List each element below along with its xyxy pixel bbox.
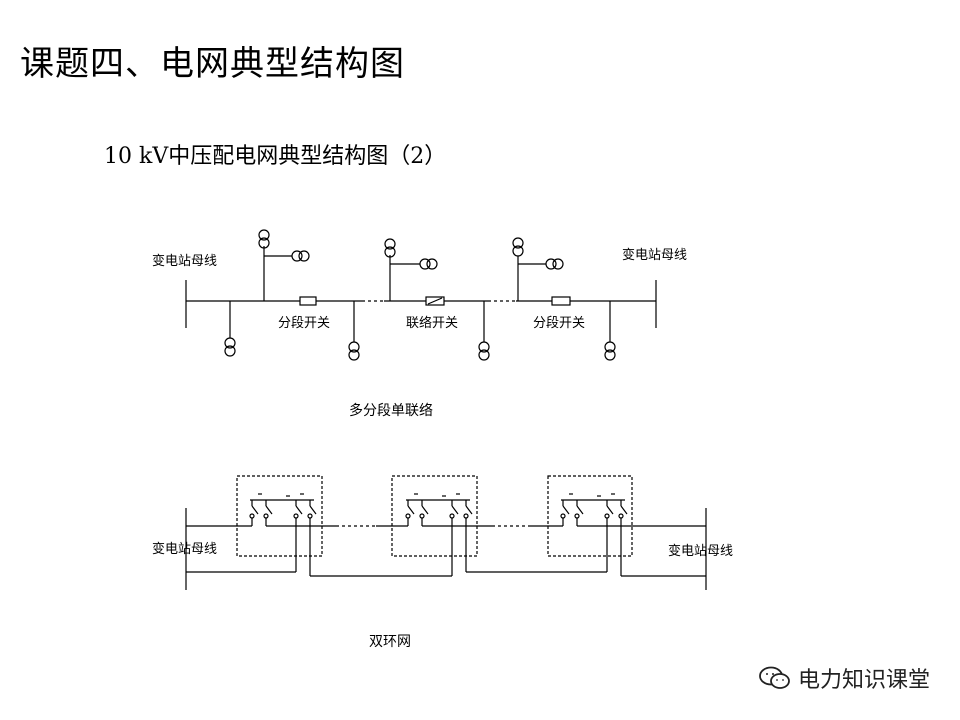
sectionalizing-switch-1 <box>299 296 317 306</box>
transformer-icon <box>478 341 490 353</box>
rmu1-switches <box>249 493 317 519</box>
diagram2-labels: 变电站母线 变电站母线 双环网 <box>152 541 733 650</box>
d2-bus-right-label: 变电站母线 <box>668 543 733 559</box>
transformer-icon <box>545 258 557 270</box>
slide-title: 课题四、电网典型结构图 <box>20 44 405 84</box>
rmu2-switches <box>405 493 473 519</box>
wechat-icon <box>758 665 792 691</box>
watermark: 电力知识课堂 <box>758 662 930 694</box>
transformer-icon <box>258 229 270 241</box>
slide-subtitle: 10 kV中压配电网典型结构图（2） <box>104 144 447 169</box>
transformer-icon <box>224 337 236 349</box>
d1-switch1-label: 分段开关 <box>278 316 330 331</box>
tie-switch <box>425 296 445 306</box>
diagram-multi-section <box>185 229 657 361</box>
rmu3-switches <box>560 493 628 519</box>
d1-tie-switch-label: 联络开关 <box>406 315 458 331</box>
diagram-double-ring <box>185 475 707 590</box>
d2-bus-left-label: 变电站母线 <box>152 541 217 557</box>
transformer-icon <box>291 250 303 262</box>
transformer-icon <box>512 237 524 249</box>
ring-main-unit-1 <box>236 475 323 557</box>
ring-main-unit-3 <box>547 475 633 557</box>
diagram1-labels: 变电站母线 变电站母线 分段开关 联络开关 分段开关 多分段单联络 <box>152 247 687 419</box>
sectionalizing-switch-2 <box>551 296 571 306</box>
d1-bus-right-label: 变电站母线 <box>622 247 687 263</box>
transformer-icon <box>604 341 616 353</box>
transformer-icon <box>419 258 431 270</box>
transformer-icon <box>348 341 360 353</box>
ring-main-unit-2 <box>391 475 478 557</box>
d1-bus-left-label: 变电站母线 <box>152 253 217 269</box>
d1-switch2-label: 分段开关 <box>533 316 585 331</box>
d2-caption: 双环网 <box>369 634 411 650</box>
watermark-text: 电力知识课堂 <box>797 668 930 693</box>
d1-caption: 多分段单联络 <box>349 402 433 419</box>
transformer-icon <box>384 238 396 250</box>
